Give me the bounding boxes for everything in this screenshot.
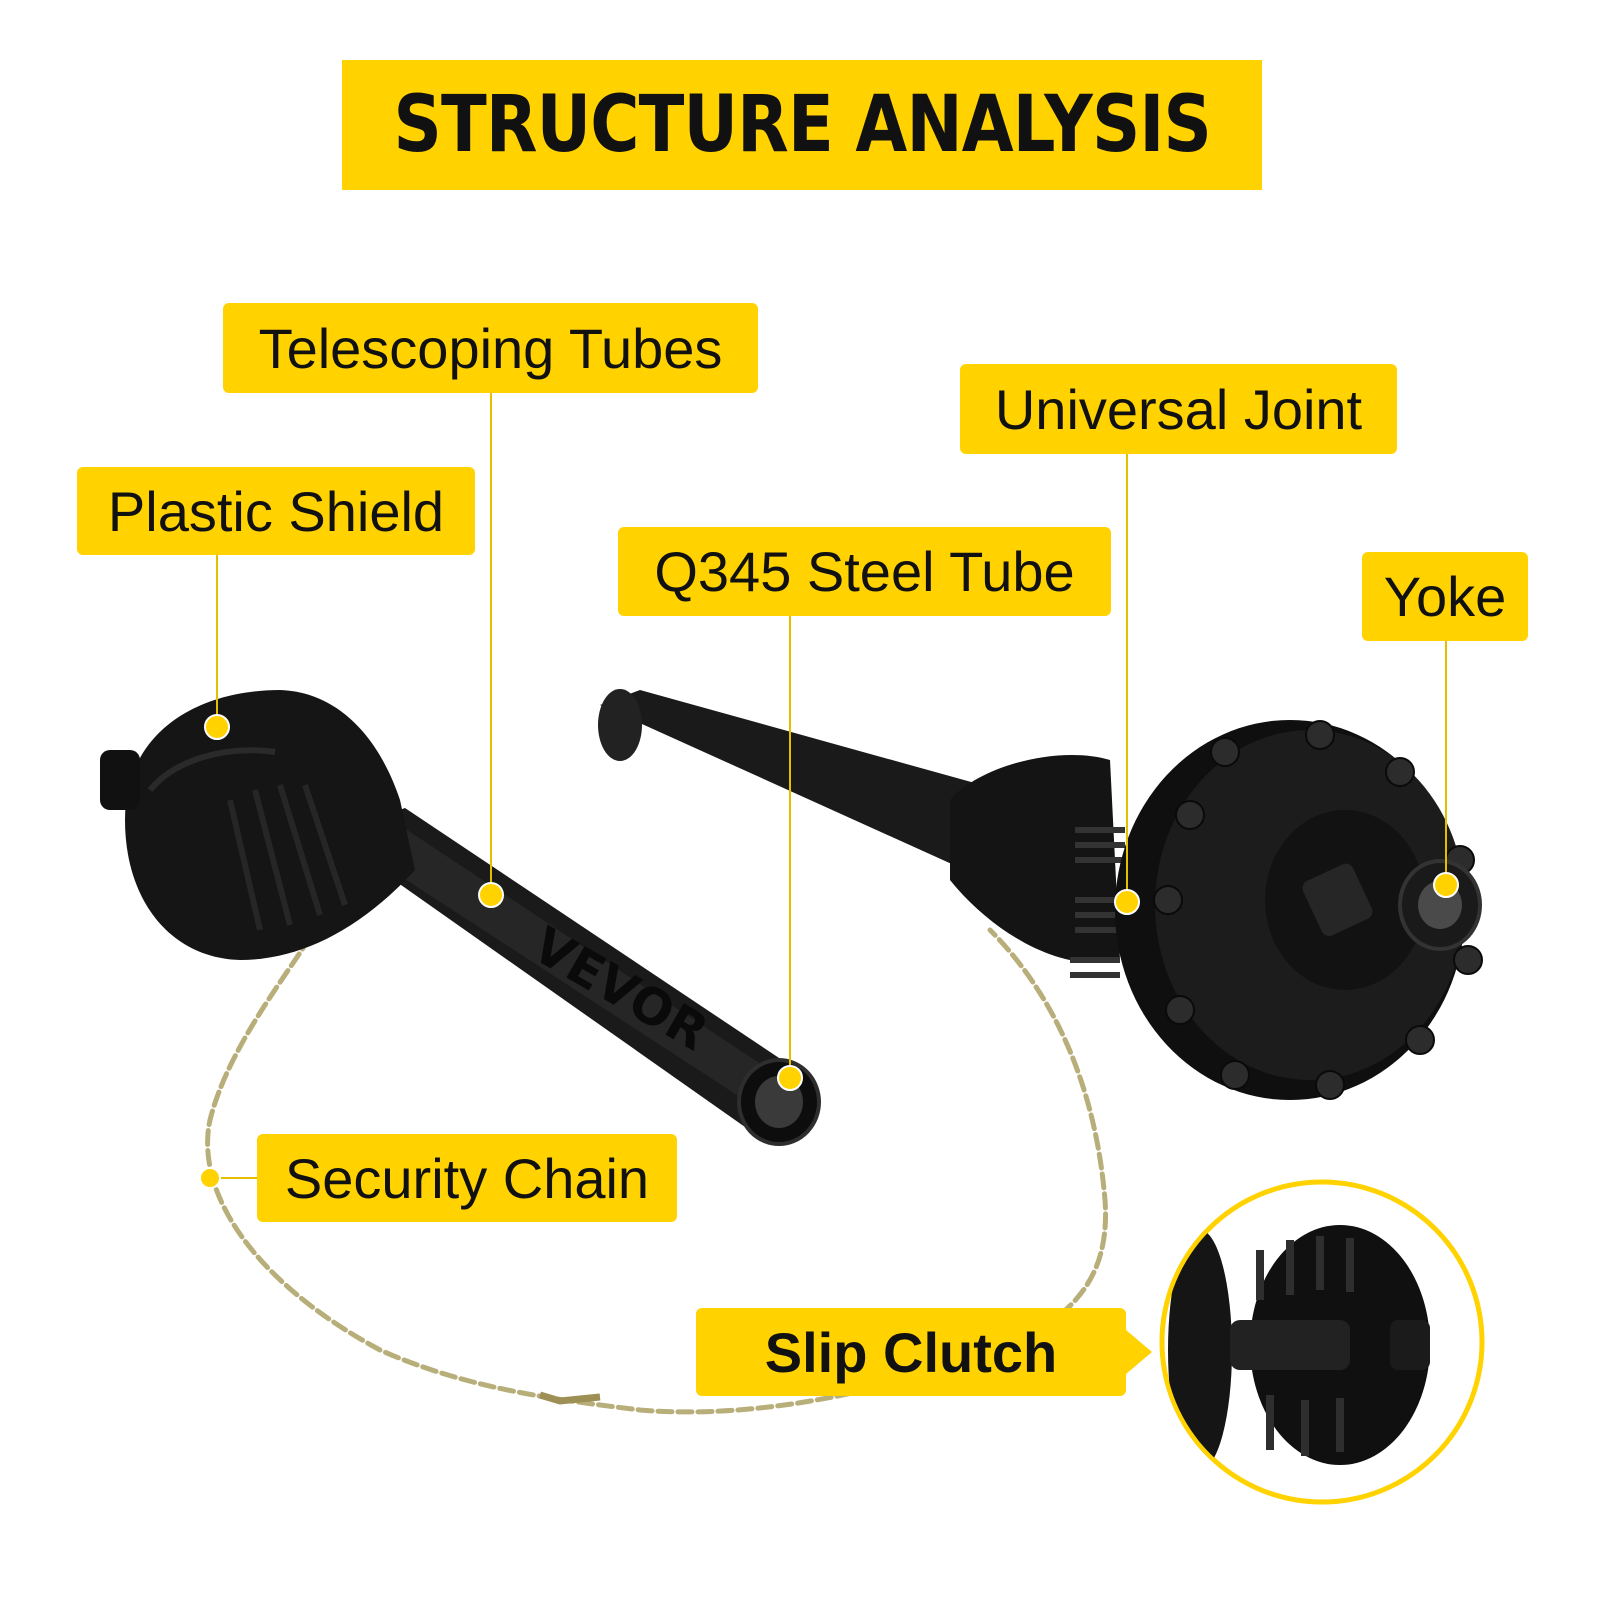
slip-clutch-inset	[1159, 1179, 1485, 1505]
slip-clutch-label: Slip Clutch	[696, 1308, 1126, 1396]
universal-joint-label: Universal Joint	[960, 364, 1397, 454]
label-text: Universal Joint	[994, 377, 1363, 441]
marker-dot	[1114, 889, 1140, 915]
marker-dot	[204, 714, 230, 740]
chain-hook	[538, 1391, 601, 1405]
marker-dot	[777, 1065, 803, 1091]
marker-dot	[1433, 872, 1459, 898]
telescoping-tubes-label: Telescoping Tubes	[223, 303, 758, 393]
marker-dot	[199, 1167, 221, 1189]
label-text: Security Chain	[284, 1146, 650, 1210]
label-text: Q345 Steel Tube	[654, 540, 1075, 603]
leader-lines	[210, 393, 1447, 1179]
callout-pointer	[1126, 1330, 1152, 1374]
label-text: Yoke	[1383, 565, 1507, 628]
page-title: STRUCTURE ANALYSIS	[393, 80, 1211, 170]
marker-dot	[478, 882, 504, 908]
label-text: Telescoping Tubes	[258, 316, 723, 380]
label-text: Slip Clutch	[764, 1320, 1058, 1384]
title-banner: STRUCTURE ANALYSIS	[342, 60, 1262, 190]
label-text: Plastic Shield	[107, 479, 445, 543]
plastic-shield-label: Plastic Shield	[77, 467, 475, 555]
security-chain	[205, 917, 1109, 1415]
left-shaft-assembly: VEVOR	[100, 690, 821, 1146]
steel-tube-label: Q345 Steel Tube	[618, 527, 1111, 616]
right-shaft-assembly	[598, 689, 1483, 1100]
security-chain-label: Security Chain	[257, 1134, 677, 1222]
yoke-label: Yoke	[1362, 552, 1528, 641]
marker-dots	[199, 714, 1459, 1189]
